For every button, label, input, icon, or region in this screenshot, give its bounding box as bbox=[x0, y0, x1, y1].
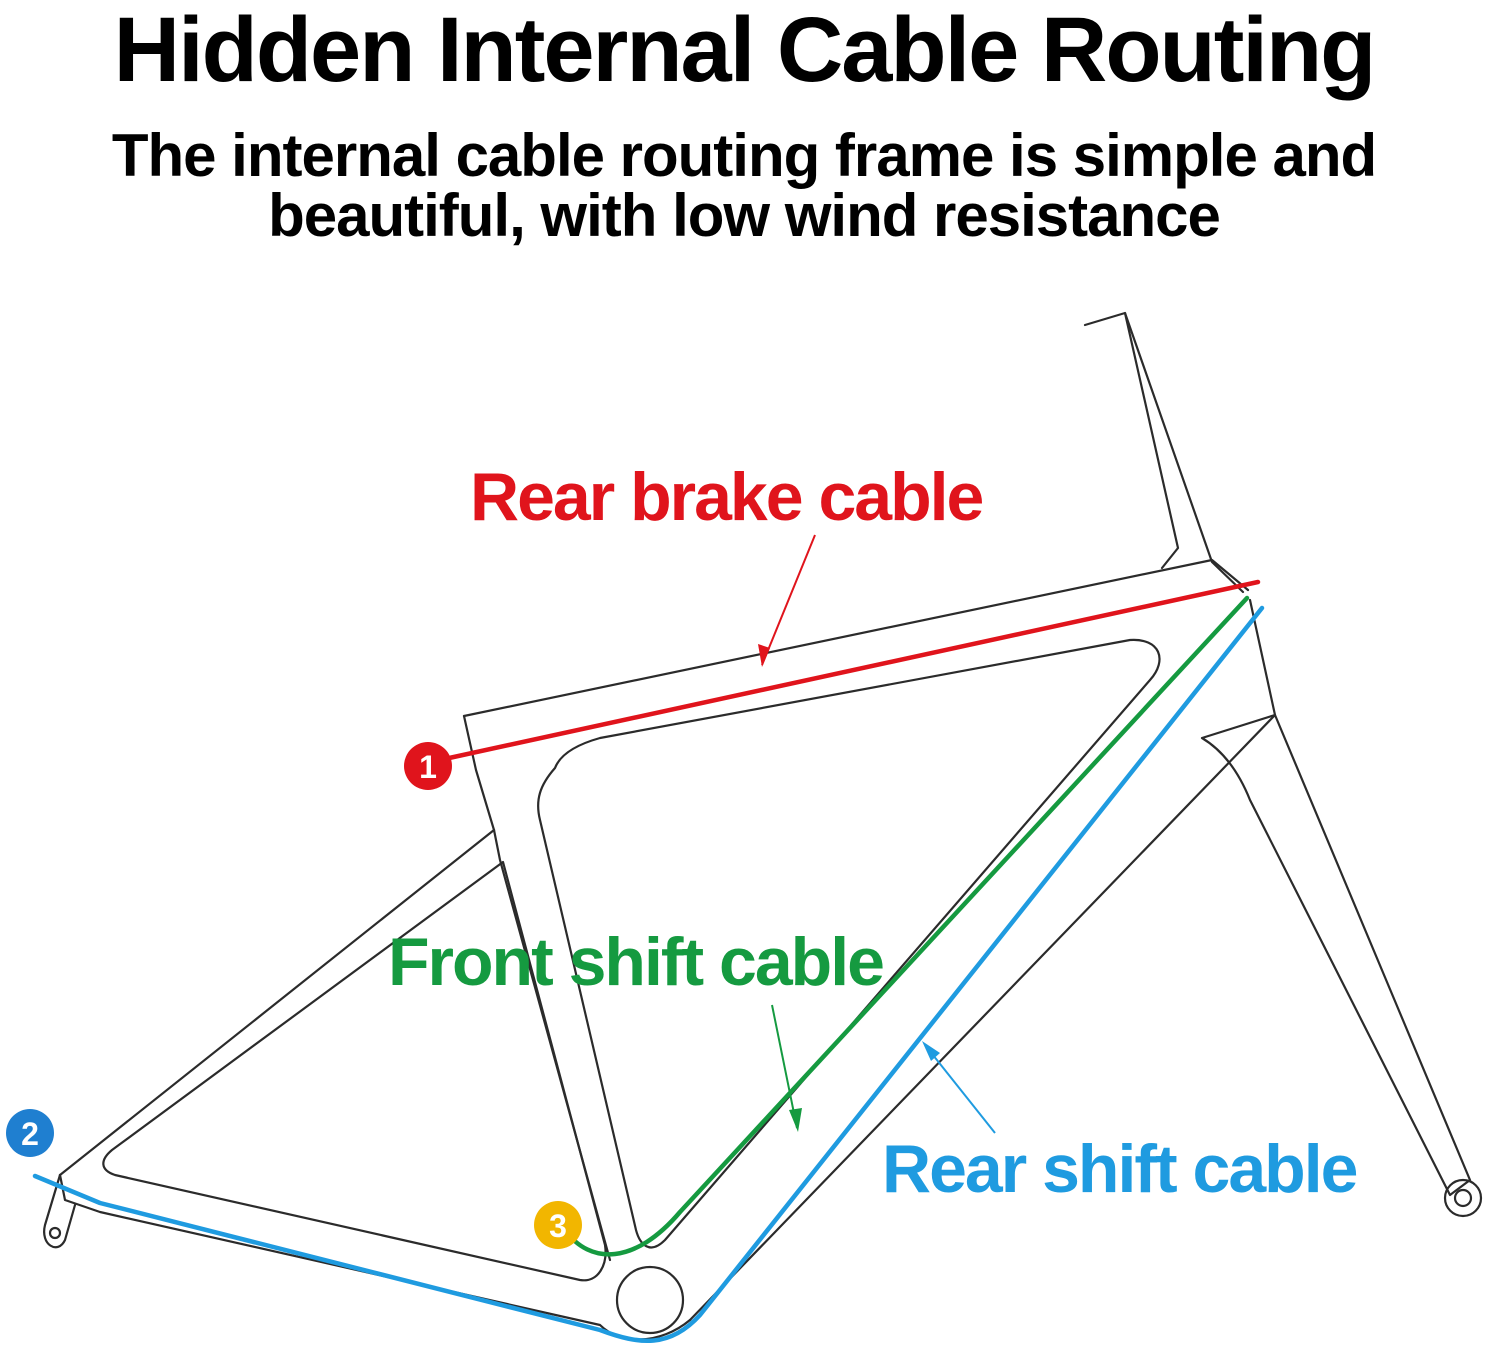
front-shift-cable-label: Front shift cable bbox=[388, 924, 883, 1000]
bottom-bracket bbox=[615, 1265, 685, 1335]
rear-brake-cable-line bbox=[437, 579, 1261, 763]
main-triangle-inner bbox=[537, 638, 1161, 1249]
callout-arrows bbox=[758, 534, 996, 1134]
marker-1-circle bbox=[404, 742, 452, 790]
marker-3-circle bbox=[534, 1201, 582, 1249]
subtitle-line-2: beautiful, with low wind resistance bbox=[268, 182, 1221, 249]
front-shift-arrowhead bbox=[789, 1108, 802, 1132]
page-title: Hidden Internal Cable Routing bbox=[113, 0, 1377, 101]
fork-dropout-inner bbox=[1453, 1188, 1473, 1208]
dropout-hole bbox=[48, 1226, 62, 1240]
rear-triangle-inner bbox=[102, 860, 607, 1282]
front-shift-arrow bbox=[771, 1004, 798, 1129]
front-shift-cable-line bbox=[562, 595, 1250, 1257]
subtitle-line-1: The internal cable routing frame is simp… bbox=[111, 122, 1377, 189]
subtitle: The internal cable routing frame is simp… bbox=[60, 126, 1428, 246]
marker-2-circle bbox=[6, 1109, 54, 1157]
rear-dropout bbox=[43, 1173, 77, 1249]
top-tube bbox=[462, 558, 1250, 718]
head-tube bbox=[1083, 311, 1180, 570]
marker-3: 3 bbox=[534, 1201, 582, 1249]
rear-brake-arrow bbox=[761, 534, 816, 666]
fork bbox=[1200, 713, 1472, 1197]
rear-shift-cable-label: Rear shift cable bbox=[882, 1131, 1357, 1207]
rear-shift-cable-line bbox=[32, 605, 1265, 1344]
rear-shift-arrowhead bbox=[922, 1041, 940, 1061]
marker-1-number: 1 bbox=[419, 749, 437, 785]
marker-2: 2 bbox=[6, 1109, 54, 1157]
seat-cluster bbox=[462, 714, 496, 832]
chain-stay bbox=[58, 1173, 692, 1341]
rear-shift-arrow bbox=[924, 1044, 996, 1134]
rear-brake-arrowhead bbox=[758, 644, 770, 667]
seat-stay bbox=[58, 828, 496, 1177]
rear-brake-cable-label: Rear brake cable bbox=[470, 459, 983, 535]
marker-2-number: 2 bbox=[21, 1116, 39, 1152]
marker-1: 1 bbox=[404, 742, 452, 790]
head-tube-inner bbox=[1123, 311, 1245, 594]
marker-3-number: 3 bbox=[549, 1208, 567, 1244]
fork-dropout-outer bbox=[1443, 1178, 1483, 1218]
